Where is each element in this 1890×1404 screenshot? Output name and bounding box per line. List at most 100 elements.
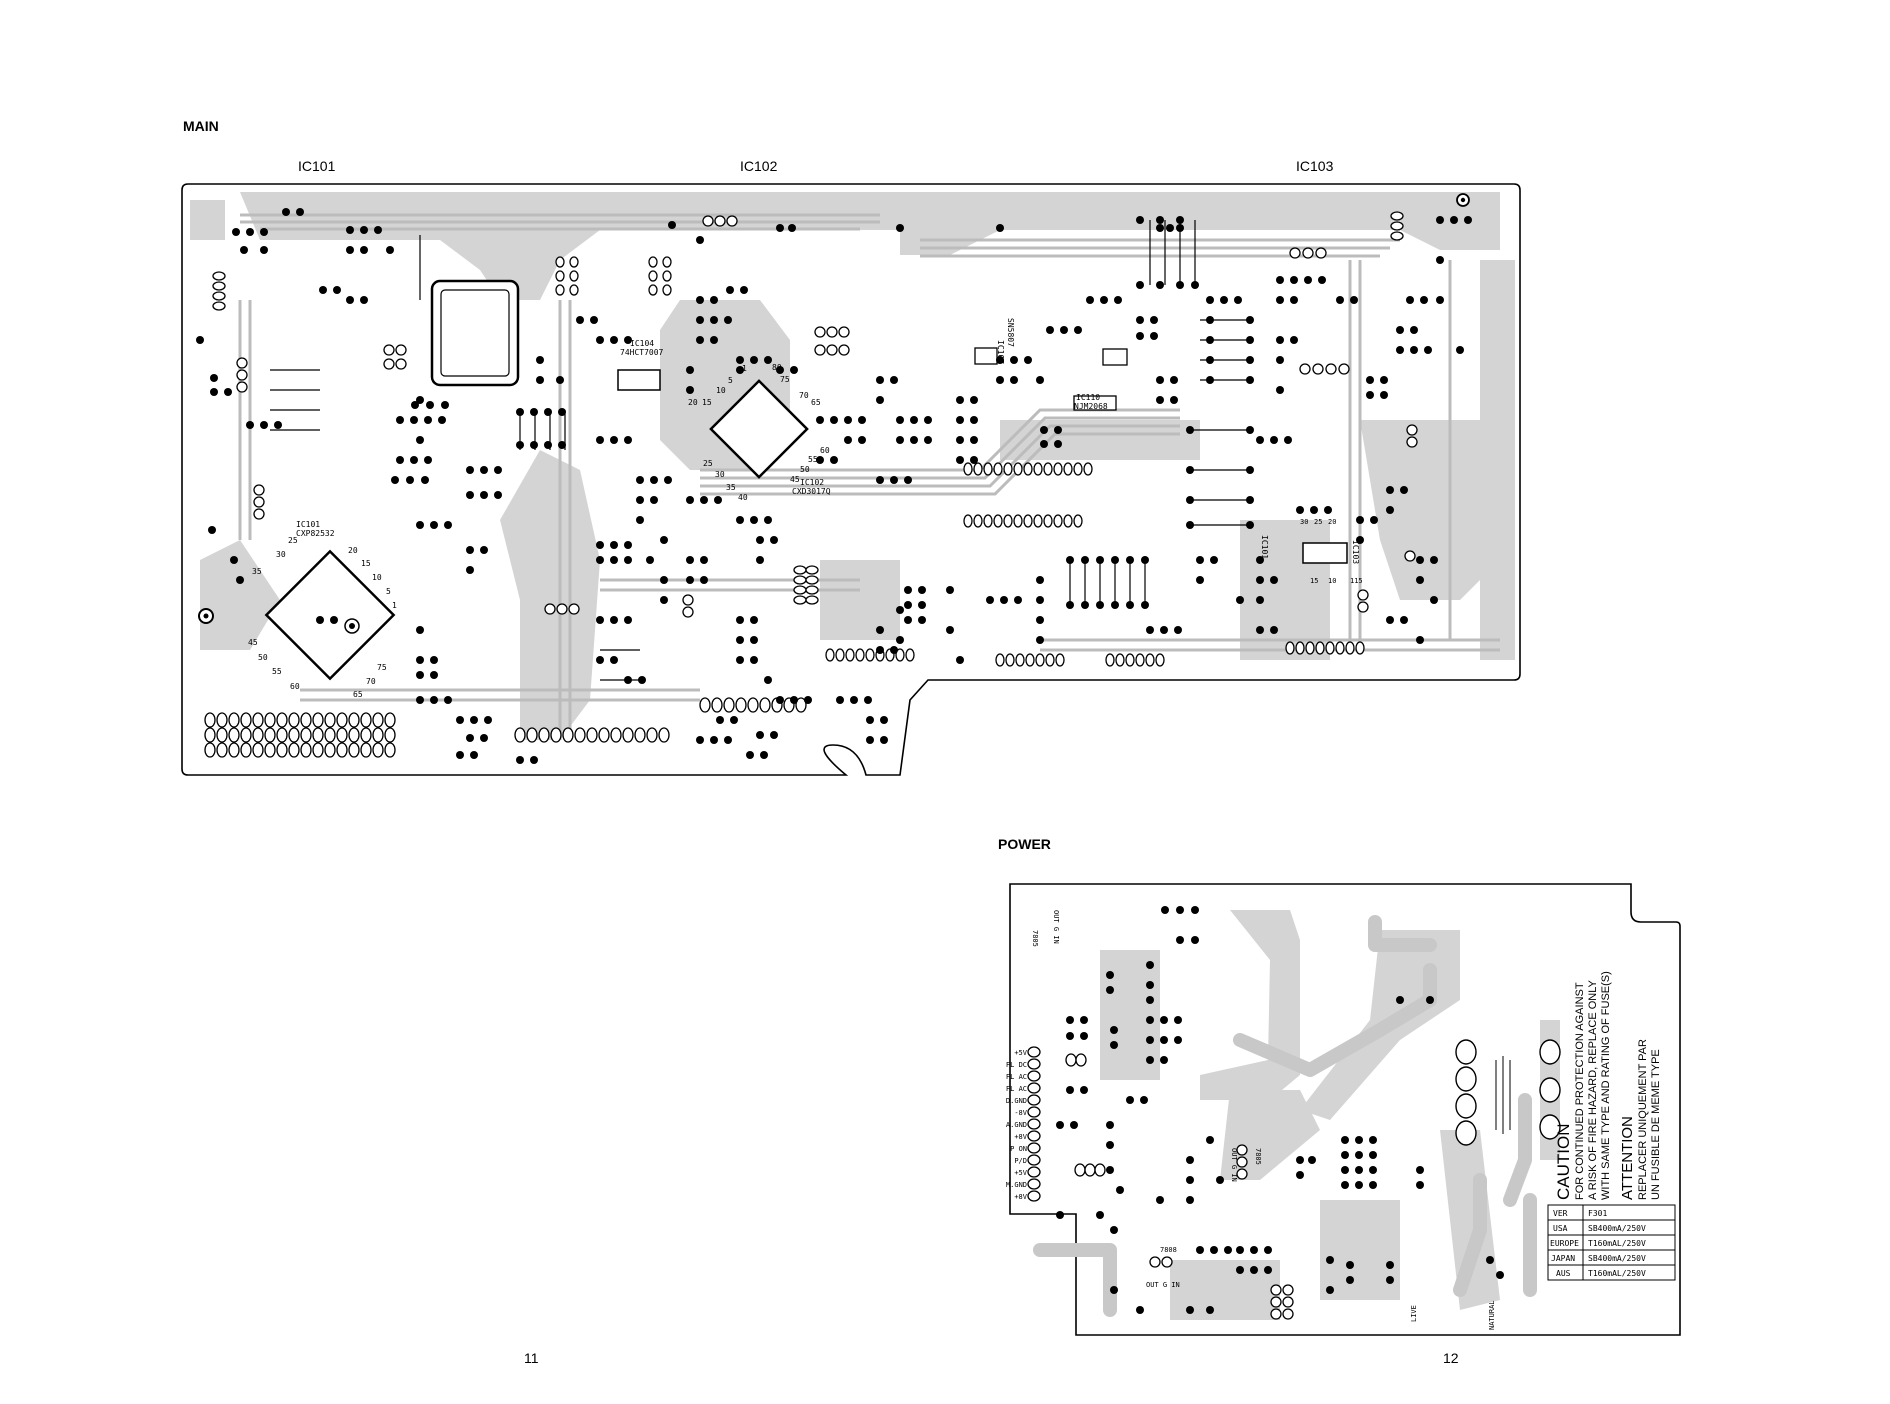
ic102-pin-35: 35 [726, 483, 736, 492]
ic102-pin-55: 55 [808, 455, 818, 464]
pwr-conn-label-4: D.GND [1006, 1097, 1027, 1105]
fuse-row-2-val: SB400mA/250V [1588, 1254, 1646, 1263]
ic101-pin-20: 20 [348, 546, 358, 555]
silk-cxd3017q: CXD3017Q [792, 487, 831, 496]
silk-ic104: IC104 [630, 339, 654, 348]
silk-sn5807: SN5807 [1006, 318, 1015, 347]
page-number-left: 11 [524, 1350, 539, 1366]
attention-line-2: UN FUSIBLE DE MEME TYPE [1650, 1049, 1662, 1200]
fuse-row-1-val: T160mAL/250V [1588, 1239, 1646, 1248]
attention-title: ATTENTION [1619, 1116, 1636, 1200]
caution-line-2: A RISK OF FIRE HAZARD, REPLACE ONLY [1587, 979, 1599, 1200]
fuse-row-3-val: T160mAL/250V [1588, 1269, 1646, 1278]
silk-cxp82532: CXP82532 [296, 529, 335, 538]
fuse-header-ver: VER [1553, 1209, 1568, 1218]
ic102-pin-60: 60 [820, 446, 830, 455]
main-board: IC101 CXP82532 IC102 CXD3017Q IC104 74HC… [181, 183, 1521, 776]
ic101-pin-50: 50 [258, 653, 268, 662]
silk-ic103: IC103 [1351, 540, 1360, 564]
fuse-row-1-ver: EUROPE [1550, 1239, 1579, 1248]
ic101-pin-45: 45 [248, 638, 258, 647]
reg3-name: 7808 [1160, 1246, 1177, 1254]
ic101-pin-10: 10 [372, 573, 382, 582]
silk-ic110: IC110 [1076, 393, 1100, 402]
ic103-pin-25: 25 [1314, 518, 1322, 526]
silk-njm2068: NJM2068 [1074, 402, 1108, 411]
ic102-pin-20: 20 [688, 398, 698, 407]
ic103-pin-15: 15 [1310, 577, 1318, 585]
ic102-pin-70: 70 [799, 391, 809, 400]
power-board: +5V FL DC FL AC FL AC D.GND -8V A.GND +8… [1006, 883, 1681, 1336]
ic101-pin-65: 65 [353, 690, 363, 699]
ic-label-ic101: IC101 [298, 158, 336, 174]
ic-label-ic103: IC103 [1296, 158, 1334, 174]
mains-live-label: LIVE [1410, 1305, 1418, 1322]
attention-line-1: REPLACER UNIQUEMENT PAR [1637, 1039, 1649, 1200]
ic102-pin-5: 5 [728, 376, 733, 385]
main-section-title: MAIN [183, 118, 219, 134]
fuse-header-f301: F301 [1588, 1209, 1607, 1218]
ic102-pin-50: 50 [800, 465, 810, 474]
caution-line-1: FOR CONTINUED PROTECTION AGAINST [1574, 982, 1586, 1200]
pwr-conn-label-7: +8V [1014, 1133, 1027, 1141]
ic101-pin-55: 55 [272, 667, 282, 676]
ic101-pin-35: 35 [252, 567, 262, 576]
reg3-pins: OUT G IN [1146, 1281, 1180, 1289]
silk-74hct7007: 74HCT7007 [620, 348, 664, 357]
fuse-row-0-ver: USA [1553, 1224, 1568, 1233]
fuse-table: VER F301 USA SB400mA/250V EUROPE T160mAL… [1547, 1204, 1676, 1281]
pwr-conn-label-12: +8V [1014, 1193, 1027, 1201]
ic102-pin-10: 10 [716, 386, 726, 395]
ic103-pin-30: 30 [1300, 518, 1308, 526]
ic101-pin-25: 25 [288, 536, 298, 545]
ic101-pin-15: 15 [361, 559, 371, 568]
reg1-name: 7805 [1031, 930, 1039, 947]
ic101-pin-75: 75 [377, 663, 387, 672]
silk-ic101-b: IC101 [1260, 535, 1269, 559]
page-number-right: 12 [1443, 1350, 1459, 1366]
ic101-pin-60: 60 [290, 682, 300, 691]
ic101-pin-5: 5 [386, 587, 391, 596]
ic102-pin-75: 75 [780, 375, 790, 384]
pwr-conn-label-6: A.GND [1006, 1121, 1027, 1129]
ic102-pin-1: 1 [742, 364, 747, 373]
pwr-conn-label-3: FL AC [1006, 1085, 1027, 1093]
ic103-pin-10: 10 [1328, 577, 1336, 585]
pwr-conn-label-9: P/D [1014, 1157, 1027, 1165]
pwr-conn-label-0: +5V [1014, 1049, 1027, 1057]
ic102-pin-45: 45 [790, 475, 800, 484]
pwr-conn-label-11: M.GND [1006, 1181, 1027, 1189]
ic102-pin-65: 65 [811, 398, 821, 407]
ic102-pin-30: 30 [715, 470, 725, 479]
mains-natural-label: NATURAL [1488, 1300, 1496, 1330]
caution-title: CAUTION [1554, 1124, 1573, 1201]
silk-ic101: IC101 [296, 520, 320, 529]
ic102-pin-40: 40 [738, 493, 748, 502]
ic102-chip [709, 379, 809, 479]
ic101-pin-70: 70 [366, 677, 376, 686]
ic103-pin-115: 115 [1350, 577, 1363, 585]
silk-ic102: IC102 [800, 478, 824, 487]
ic-label-ic102: IC102 [740, 158, 778, 174]
pwr-conn-label-2: FL AC [1006, 1073, 1027, 1081]
ic102-pin-25: 25 [703, 459, 713, 468]
pwr-conn-label-10: +5V [1014, 1169, 1027, 1177]
caution-line-3: WITH SAME TYPE AND RATING OF FUSE(S) [1600, 971, 1612, 1200]
fuse-row-3-ver: AUS [1556, 1269, 1571, 1278]
ic101-pin-1: 1 [392, 601, 397, 610]
ic102-pin-80: 80 [772, 363, 782, 372]
ic103-pin-20: 20 [1328, 518, 1336, 526]
reg2-name: 7805 [1254, 1148, 1262, 1165]
power-section-title: POWER [998, 836, 1051, 852]
fuse-row-0-val: SB400mA/250V [1588, 1224, 1646, 1233]
ic101-pin-30: 30 [276, 550, 286, 559]
fuse-row-2-ver: JAPAN [1551, 1254, 1575, 1263]
reg2-pins: OUT G IN [1230, 1148, 1238, 1182]
ic101-chip [264, 549, 396, 681]
reg1-pins: OUT G IN [1052, 910, 1060, 944]
pwr-conn-label-1: FL DC [1006, 1061, 1027, 1069]
silk-ic107: IC107 [996, 340, 1005, 364]
pwr-conn-label-5: -8V [1014, 1109, 1027, 1117]
ic102-pin-15: 15 [702, 398, 712, 407]
